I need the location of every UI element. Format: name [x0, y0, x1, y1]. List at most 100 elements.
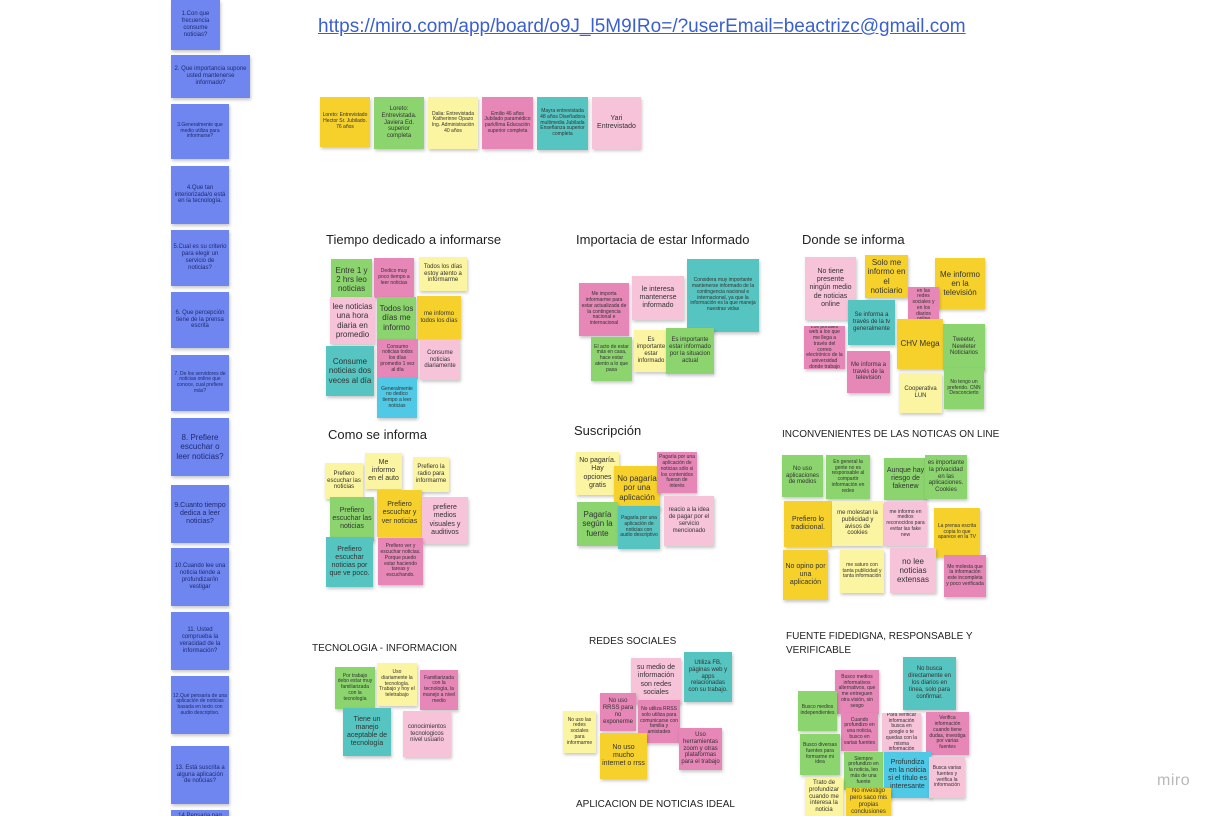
sticky-note[interactable]: Todos los días me informo: [377, 297, 416, 339]
sticky-note[interactable]: Busco diversas fuentes para formarme mi …: [800, 734, 840, 775]
question-note[interactable]: 8. Prefiere escuchar o leer noticias?: [171, 418, 229, 476]
sticky-note[interactable]: Tiene un manejo aceptable de tecnología: [343, 708, 391, 756]
sticky-note[interactable]: Uso diariamente la tecnología. Trabajo y…: [377, 663, 417, 706]
sticky-note[interactable]: me informo todos los días: [417, 296, 461, 339]
sticky-note[interactable]: conocimientos tecnologicos nivel usuario: [403, 711, 451, 757]
sticky-note[interactable]: Prefiero escuchar noticias por que ve po…: [326, 537, 373, 587]
question-note[interactable]: 4.Que tan interiorizada/o está en la tec…: [171, 166, 229, 224]
sticky-note[interactable]: Siempre profundizo en la noticia, leo má…: [844, 752, 883, 790]
sticky-note[interactable]: Dedico muy poco tiempo a leer noticias: [374, 258, 414, 298]
sticky-note[interactable]: Uso herramientas zoom y otras plataforma…: [679, 728, 722, 770]
question-note[interactable]: 9.Cuanto tiempo dedica a leer noticias?: [171, 485, 229, 543]
sticky-note[interactable]: es importante la privacidad en las aplic…: [925, 455, 967, 499]
interviewee-note[interactable]: Loreto: Entrevistado Hector Sr. Jubilado…: [320, 97, 370, 147]
interviewee-note[interactable]: Loreto: Entrevistada. Javiera Ed. superi…: [374, 97, 424, 149]
interviewee-note[interactable]: Yari Entrevistado: [592, 97, 641, 149]
sticky-note[interactable]: No pagaría por una aplicación: [614, 466, 660, 510]
sticky-note[interactable]: Para verificar información busca en goog…: [882, 713, 921, 753]
sticky-note[interactable]: Me informo en el auto: [365, 453, 402, 489]
sticky-note[interactable]: Es importante estar informado: [634, 330, 668, 372]
sticky-note[interactable]: No uso aplicaciones de medios: [782, 455, 823, 497]
sticky-note[interactable]: me saturo con tanta publicidad y tanta i…: [840, 550, 884, 593]
sticky-note[interactable]: Prefiero ver y escuchar noticias. Porque…: [378, 538, 423, 585]
sticky-note[interactable]: Me importa informarme para estar actuali…: [579, 283, 629, 336]
question-note[interactable]: 7. De los servidores de noticias online …: [171, 355, 229, 411]
sticky-note[interactable]: Prefiero la radio para informarme: [413, 457, 449, 492]
interviewee-note[interactable]: Dalia: Entrevistada Katherinne Opazo Ing…: [428, 97, 478, 149]
sticky-note[interactable]: No investigo pero saco mis propias concl…: [846, 788, 891, 816]
question-note[interactable]: 11. Usted comprueba la veracidad de la i…: [171, 612, 229, 670]
sticky-note[interactable]: Por trabajo debo estar muy familiarizada…: [335, 667, 375, 709]
sticky-note[interactable]: En general la gente no es responsable al…: [826, 455, 870, 499]
sticky-note[interactable]: Busca varias fuentes y verifica la infor…: [929, 757, 965, 798]
section-title-redes: REDES SOCIALES: [589, 636, 677, 647]
sticky-note[interactable]: Cuando profundizo en una noticia, busco …: [841, 713, 878, 751]
sticky-note[interactable]: me informo en medios reconocidos para ev…: [884, 502, 927, 546]
sticky-note[interactable]: Me molesta que la información este incom…: [944, 555, 986, 597]
board-url-link[interactable]: https://miro.com/app/board/o9J_l5M9IRo=/…: [318, 16, 966, 37]
sticky-note[interactable]: Profundiza en la noticia si el título es…: [884, 752, 931, 798]
sticky-note[interactable]: Me informo en las redes sociales y en lo…: [908, 287, 939, 319]
sticky-note[interactable]: CHV Mega: [897, 319, 943, 369]
sticky-note[interactable]: le interesa mantenerse informado: [632, 276, 684, 320]
sticky-note[interactable]: Familiarizada con la tecnología, la mane…: [420, 670, 458, 710]
sticky-note[interactable]: Verifica información cuando tiene dudas,…: [926, 712, 969, 755]
sticky-note[interactable]: No uso RRSS para no exponerme: [600, 693, 636, 731]
sticky-note[interactable]: Entre 1 y 2 hrs leo noticias: [331, 259, 372, 300]
sticky-note[interactable]: Todos los días estoy atento a informarme: [419, 257, 467, 291]
question-note[interactable]: 5.Cual es su criterio para elegir un ser…: [171, 230, 229, 286]
sticky-note[interactable]: Utiliza FB, páginas web y apps relaciona…: [684, 652, 732, 702]
question-note[interactable]: 1.Con que frecuencia consume noticias?: [171, 0, 220, 50]
sticky-note[interactable]: Pagaría por una aplicación de noticias c…: [618, 506, 660, 549]
question-note[interactable]: 10.Cuando lee una noticia tiende a profu…: [171, 548, 229, 606]
question-note[interactable]: 3.Generalmente que medio utiliza para in…: [171, 104, 229, 159]
sticky-note[interactable]: El acto de estar más en casa, hace estar…: [591, 337, 632, 381]
sticky-note[interactable]: Prefiero lo tradicional.: [784, 501, 832, 547]
question-note[interactable]: 2. Que importancia supone usted mantener…: [171, 55, 250, 98]
sticky-note[interactable]: Consumo noticias todos los días promedio…: [377, 339, 418, 379]
sticky-note[interactable]: Consume noticias diariamente: [420, 340, 460, 380]
sticky-note[interactable]: Generalmente no dedico tiempo a leer not…: [377, 378, 417, 418]
sticky-note[interactable]: Los portales web a los que me llega a tr…: [804, 326, 845, 369]
question-note[interactable]: 13. Está suscrita a alguna aplicación de…: [171, 746, 229, 804]
interviewee-note[interactable]: Emilio 46 años Jubilado paramédico park/…: [482, 97, 533, 149]
sticky-note[interactable]: Prefiero escuchar las noticias: [325, 463, 363, 499]
sticky-note[interactable]: Aunque hay riesgo de fakenew: [884, 458, 927, 500]
section-title-donde: Donde se informa: [802, 232, 905, 247]
sticky-note[interactable]: lee noticias una hora diaria en promedio: [330, 297, 375, 344]
section-title-inconvenientes: INCONVENIENTES DE LAS NOTICAS ON LINE: [782, 429, 1000, 440]
sticky-note[interactable]: Considera muy importante mantenerse info…: [687, 259, 759, 332]
sticky-note[interactable]: No uso mucho internet o rrss: [600, 733, 647, 779]
sticky-note[interactable]: Trato de profundizar cuando me interesa …: [805, 778, 843, 816]
question-note[interactable]: 14.Pensaria pag: [171, 810, 229, 816]
sticky-note[interactable]: No pagaría. Hay opciones gratis: [576, 452, 619, 495]
sticky-note[interactable]: Solo me informo en el noticiario: [865, 255, 908, 298]
sticky-note[interactable]: Prefiero escuchar las noticias: [330, 497, 374, 541]
sticky-note[interactable]: prefiere medios visuales y auditivos: [422, 497, 468, 544]
sticky-note[interactable]: no lee noticias extensas: [890, 548, 936, 593]
sticky-note[interactable]: Cooperativa LUN: [899, 373, 942, 413]
sticky-note[interactable]: Me informo en la televisión: [935, 258, 985, 309]
sticky-note[interactable]: Tweeter, Newleter Noticiarios: [943, 324, 985, 370]
sticky-note[interactable]: reacio a la idea de pagar por el servici…: [664, 496, 714, 546]
sticky-note[interactable]: Prefiero escuchar y ver noticias: [377, 490, 422, 537]
sticky-note[interactable]: su medio de información son redes social…: [631, 658, 681, 703]
sticky-note[interactable]: No uso las redes sociales para informarm…: [563, 711, 596, 753]
sticky-note[interactable]: No tengo un preferido. CNN Desconcierto: [944, 368, 984, 409]
question-note[interactable]: 12.Qué pensaría de una aplicación de not…: [171, 676, 229, 734]
sticky-note[interactable]: Se informa a través de la tv generalment…: [848, 300, 895, 345]
sticky-note[interactable]: Me informa a través de la television: [847, 351, 890, 393]
sticky-note[interactable]: Pagaría según la fuente: [577, 502, 618, 546]
sticky-note[interactable]: Pagaría por una aplicación de noticias s…: [657, 452, 697, 493]
sticky-note[interactable]: Es importante estar informado por la sit…: [666, 328, 714, 374]
sticky-note[interactable]: Busco medios independientes: [798, 691, 837, 731]
sticky-note[interactable]: Busco medios informativos alternativos, …: [835, 670, 879, 714]
sticky-note[interactable]: Consume noticias dos veces al día: [326, 346, 374, 396]
sticky-note[interactable]: La prensa escrita copia lo que aparece e…: [934, 508, 980, 557]
sticky-note[interactable]: me molestan la publicidad y avisos de co…: [832, 501, 883, 546]
sticky-note[interactable]: No opino por una aplicación: [783, 550, 828, 600]
interviewee-note[interactable]: Mayra entrevistada 48 años Diseñadora mu…: [537, 97, 588, 150]
sticky-note[interactable]: No tiene presente ningún medio de notici…: [805, 257, 856, 320]
sticky-note[interactable]: No busca directamente en los diarios en …: [903, 657, 956, 710]
question-note[interactable]: 6. Que percepción tiene de la prensa esc…: [171, 292, 229, 348]
